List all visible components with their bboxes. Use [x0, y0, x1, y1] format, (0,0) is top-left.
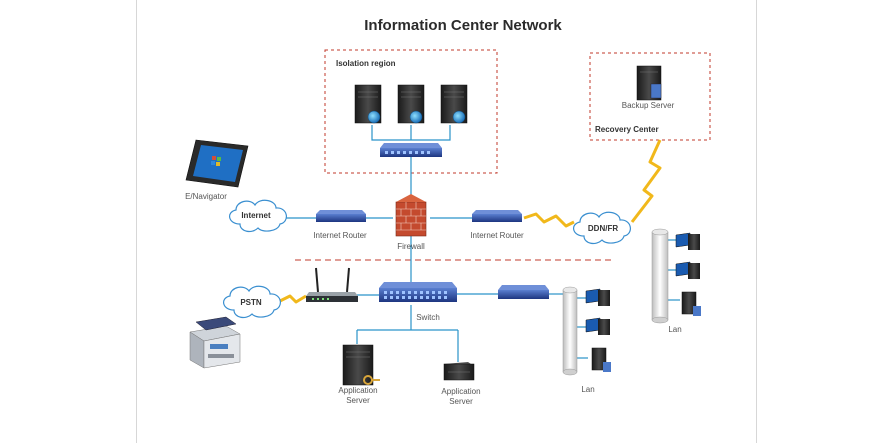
application-server-1-label-line2: Server [346, 396, 370, 405]
lan-middle-label: Lan [581, 385, 594, 394]
internet-cloud-icon [229, 199, 287, 233]
pstn-cloud-label: PSTN [240, 298, 262, 307]
isolation-server-2-icon [397, 84, 425, 124]
firewall-label: Firewall [397, 242, 425, 251]
lan-right-cylinder-icon [651, 228, 669, 324]
lan-right-workstation-3-icon [681, 291, 701, 316]
lightning-recovery-ddn-icon [630, 139, 662, 223]
recovery-center-box [589, 52, 711, 141]
application-server-1-label-line1: Application [338, 386, 377, 395]
multifunction-printer-icon [189, 316, 241, 369]
recovery-center-label: Recovery Center [595, 125, 659, 134]
diagram-title: Information Center Network [364, 17, 562, 34]
lightning-ddn-router-icon [523, 212, 575, 228]
backup-server-label: Backup Server [622, 101, 675, 110]
backup-server-icon [636, 65, 662, 101]
isolation-server-3-icon [440, 84, 468, 124]
wireless-modem-icon [306, 267, 358, 302]
application-server-2-label-line1: Application [441, 387, 480, 396]
lan-middle-workstation-2-icon [585, 317, 610, 335]
internet-router-right-label: Internet Router [470, 231, 524, 240]
ddn-fr-cloud-icon [573, 211, 631, 245]
frame-left-border [136, 0, 137, 443]
frame-right-border [756, 0, 757, 443]
lan-right-workstation-2-icon [675, 261, 700, 279]
ddn-fr-cloud-label: DDN/FR [588, 224, 618, 233]
lan-right-label: Lan [668, 325, 681, 334]
lan-middle-workstation-1-icon [585, 288, 610, 306]
e-navigator-label: E/Navigator [185, 192, 227, 201]
isolation-switch-icon [380, 143, 442, 157]
internet-router-left-label: Internet Router [313, 231, 367, 240]
application-server-2-icon [443, 362, 475, 381]
isolation-server-1-icon [354, 84, 382, 124]
main-switch-icon [379, 282, 457, 302]
pstn-cloud-icon [223, 285, 281, 319]
connection-lines [285, 125, 680, 362]
lan-middle-workstation-3-icon [591, 347, 611, 372]
secondary-switch-icon [498, 285, 549, 299]
e-navigator-tablet-icon [185, 139, 249, 188]
internet-router-right-icon [472, 210, 522, 222]
lan-middle-cylinder-icon [562, 286, 578, 376]
lan-right-workstation-1-icon [675, 232, 700, 250]
firewall-icon [395, 194, 427, 237]
internet-router-left-icon [316, 210, 366, 222]
lightning-pstn-modem-icon [277, 294, 307, 304]
isolation-region-label: Isolation region [336, 59, 396, 68]
application-server-1-icon [342, 344, 380, 386]
internet-cloud-label: Internet [241, 211, 271, 220]
main-switch-label: Switch [416, 313, 440, 322]
application-server-2-label-line2: Server [449, 397, 473, 406]
